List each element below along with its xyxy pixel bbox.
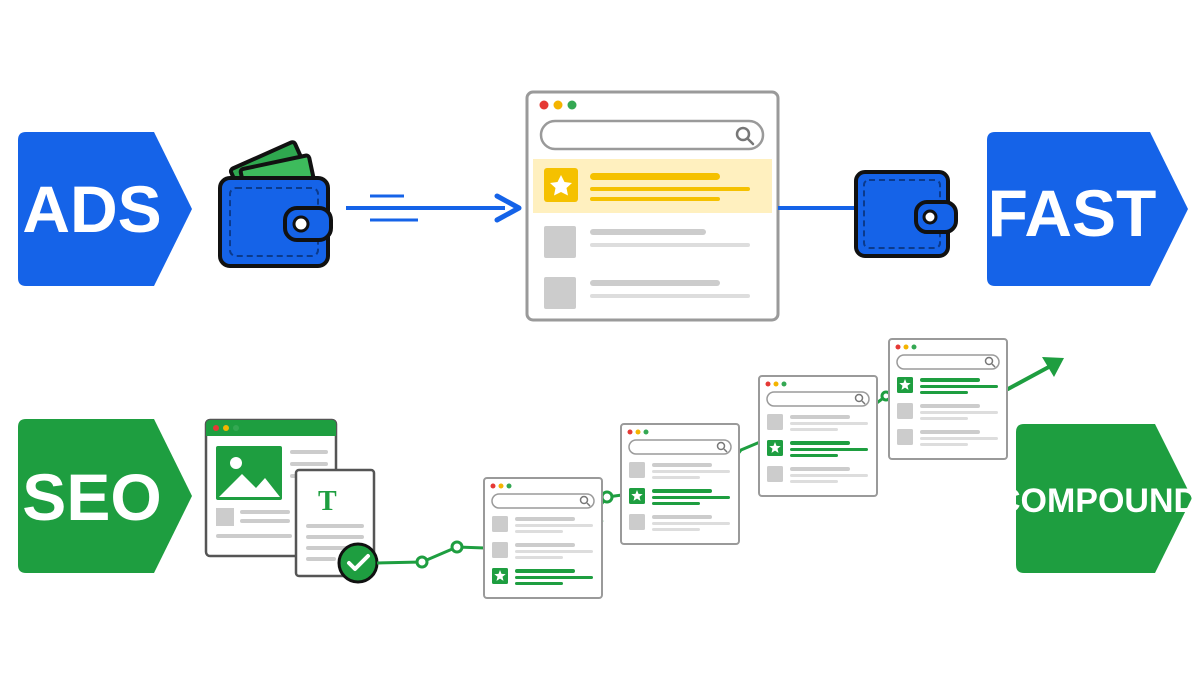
featured-result — [492, 568, 593, 585]
search-bar — [628, 439, 732, 455]
search-bar — [766, 391, 870, 407]
text-doc-glyph: T — [318, 486, 337, 517]
result-row — [492, 542, 593, 559]
star-icon — [494, 570, 506, 581]
star-icon — [631, 490, 643, 501]
search-bar — [896, 354, 1000, 370]
search-bar — [539, 119, 765, 151]
star-icon — [544, 168, 578, 202]
seo-label: SEO — [22, 460, 161, 534]
result-row — [492, 516, 593, 533]
result-row — [897, 429, 998, 446]
trend-arrow-icon — [1006, 357, 1064, 391]
seo-row: SEO T — [18, 338, 1198, 599]
serp-window — [620, 423, 740, 545]
seo-search-results-windows — [483, 338, 1008, 599]
result-row — [629, 462, 730, 479]
result-row — [767, 466, 868, 483]
serp-window — [483, 477, 603, 599]
seo-label-badge: SEO — [18, 419, 192, 573]
fast-label-badge: FAST — [987, 132, 1188, 286]
ads-row: ADS — [18, 90, 1188, 322]
search-icon — [854, 393, 866, 405]
compound-label: COMPOUND — [996, 482, 1198, 520]
star-icon — [899, 379, 911, 390]
ads-search-results-window — [525, 90, 780, 322]
search-icon — [716, 441, 728, 453]
ads-label: ADS — [22, 172, 161, 246]
arrow-icon — [346, 193, 522, 223]
result-row — [897, 403, 998, 420]
featured-result — [897, 377, 998, 394]
serp-window — [888, 338, 1008, 460]
image-icon — [216, 446, 282, 500]
result-row — [629, 514, 730, 531]
wallet-icon — [218, 140, 333, 268]
ads-label-badge: ADS — [18, 132, 192, 286]
star-icon — [769, 442, 781, 453]
featured-result — [629, 488, 730, 505]
check-icon — [337, 542, 379, 584]
featured-result — [767, 440, 868, 457]
search-icon — [579, 495, 591, 507]
search-bar — [491, 493, 595, 509]
compound-label-badge: COMPOUND — [996, 424, 1198, 573]
search-icon — [735, 126, 755, 146]
search-icon — [984, 356, 996, 368]
wallet-icon — [854, 170, 958, 258]
serp-window — [758, 375, 878, 497]
fast-label: FAST — [988, 176, 1157, 250]
result-row — [767, 414, 868, 431]
